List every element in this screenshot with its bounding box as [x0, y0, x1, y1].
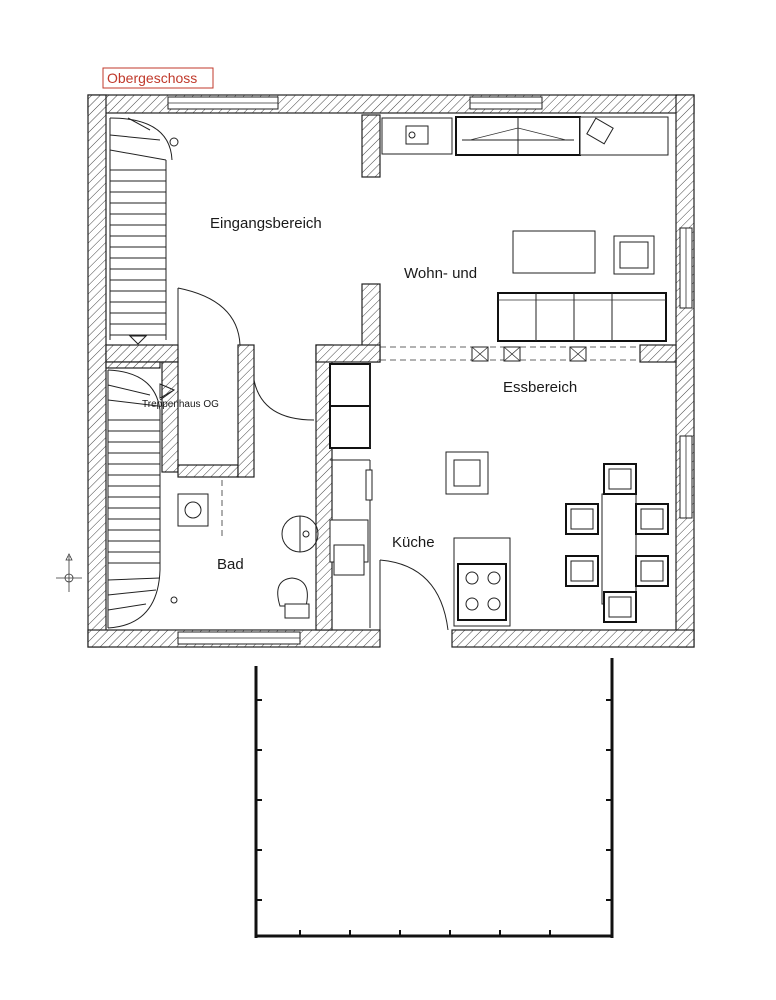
kitchen-furniture [329, 363, 511, 628]
stair-tread [127, 117, 151, 131]
room-label-essen: Essbereich [503, 379, 577, 396]
stair-tread [107, 384, 151, 396]
floor-label: Obergeschoss [107, 70, 197, 86]
dining-set [565, 463, 669, 623]
dining-chair-seat [608, 468, 632, 490]
room-label-wohnen: Wohn- und [404, 265, 477, 282]
columns [471, 346, 587, 362]
dining-chair-seat [570, 508, 594, 530]
dining-chair-seat [570, 560, 594, 582]
room-label-eingang: Eingangsbereich [210, 215, 322, 232]
crosshair-icon [56, 553, 82, 592]
room-labels: Eingangsbereich Wohn- und Essbereich Küc… [142, 215, 577, 573]
bath-fixtures [177, 480, 319, 619]
room-label-treppenhaus: Treppenhaus OG [142, 399, 219, 410]
interior-walls [105, 114, 677, 631]
floor-label-box: Obergeschoss [102, 67, 214, 89]
dining-chair-seat [640, 560, 664, 582]
dining-chair-seat [640, 508, 664, 530]
terrace-outline [254, 658, 614, 938]
stair-tread [107, 603, 147, 611]
windows [167, 96, 693, 645]
stair-tread [109, 134, 161, 141]
upper-stairs [109, 117, 179, 345]
stair-tread [107, 577, 161, 581]
living-furniture [381, 116, 669, 342]
dining-chair-seat [608, 596, 632, 618]
room-label-bad: Bad [217, 556, 244, 573]
stair-tread [107, 399, 159, 407]
doors [177, 287, 640, 631]
stair-tread [109, 149, 167, 161]
room-label-kueche: Küche [392, 534, 435, 551]
stair-tread [107, 589, 157, 596]
lower-stairs [107, 369, 178, 629]
